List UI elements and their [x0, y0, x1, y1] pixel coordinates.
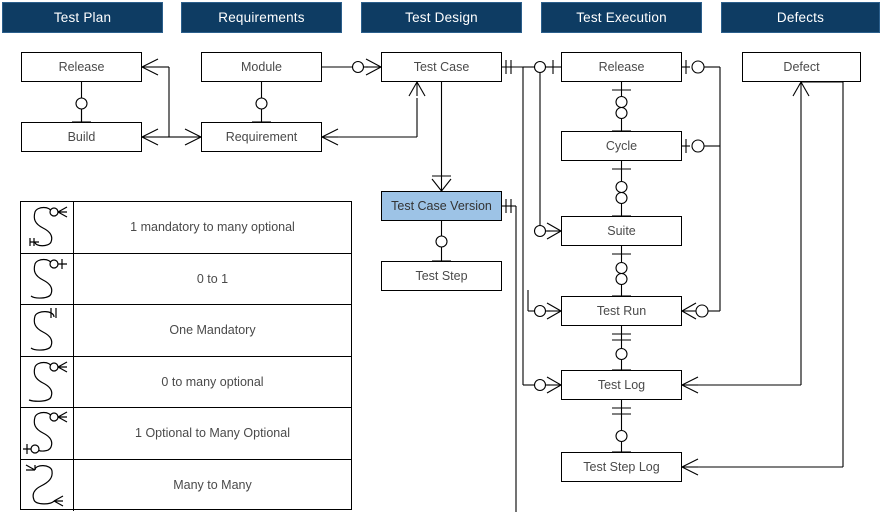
entity-test-case[interactable]: Test Case — [381, 52, 502, 82]
entity-defect[interactable]: Defect — [742, 52, 861, 82]
header-test-plan[interactable]: Test Plan — [2, 2, 163, 33]
legend-label: 1 Optional to Many Optional — [135, 426, 290, 441]
legend-label: 1 mandatory to many optional — [130, 220, 295, 235]
legend-row: 0 to many optional — [21, 356, 351, 408]
entity-build[interactable]: Build — [21, 122, 142, 152]
entity-test-run[interactable]: Test Run — [561, 296, 682, 326]
header-label: Defects — [776, 10, 825, 25]
entity-label: Test Case — [413, 60, 470, 74]
legend-row: 1 Optional to Many Optional — [21, 408, 351, 460]
entity-label: Test Step — [415, 269, 468, 283]
entity-test-case-version[interactable]: Test Case Version — [381, 191, 502, 221]
entity-requirement[interactable]: Requirement — [201, 122, 322, 152]
entity-label: Defect — [783, 60, 820, 74]
header-label: Requirements — [218, 10, 305, 25]
crowsfoot-many-to-many-icon — [21, 459, 74, 511]
entity-label: Cycle — [605, 139, 638, 153]
entity-label: Test Run — [596, 304, 647, 318]
header-test-execution[interactable]: Test Execution — [541, 2, 702, 33]
entity-label: Build — [67, 130, 96, 144]
legend-row: 1 mandatory to many optional — [21, 202, 351, 254]
entity-test-step[interactable]: Test Step — [381, 261, 502, 291]
notation-legend-table: 1 mandatory to many optional 0 to 1 One — [20, 201, 352, 511]
legend-label: One Mandatory — [169, 323, 256, 338]
legend-row: Many to Many — [21, 459, 351, 511]
legend-label: 0 to many optional — [161, 374, 264, 389]
entity-label: Module — [241, 60, 282, 74]
entity-label: Requirement — [225, 130, 298, 144]
crowsfoot-one-mandatory-icon — [21, 305, 74, 356]
entity-suite[interactable]: Suite — [561, 216, 682, 246]
entity-label: Test Log — [597, 378, 646, 392]
entity-label: Test Step Log — [583, 460, 660, 474]
header-label: Test Design — [405, 10, 478, 25]
entity-label: Release — [598, 60, 645, 74]
entity-cycle[interactable]: Cycle — [561, 131, 682, 161]
entity-label: Release — [58, 60, 105, 74]
entity-module[interactable]: Module — [201, 52, 322, 82]
legend-row: One Mandatory — [21, 305, 351, 357]
entity-test-step-log[interactable]: Test Step Log — [561, 452, 682, 482]
crowsfoot-zero-to-one-icon — [21, 253, 74, 304]
header-requirements[interactable]: Requirements — [181, 2, 342, 33]
crowsfoot-one-optional-to-many-optional-icon — [21, 408, 74, 459]
legend-label: 0 to 1 — [196, 271, 229, 286]
entity-test-log[interactable]: Test Log — [561, 370, 682, 400]
entity-label: Test Case Version — [391, 199, 492, 213]
header-test-design[interactable]: Test Design — [361, 2, 522, 33]
crowsfoot-zero-to-many-optional-icon — [21, 356, 74, 407]
crowsfoot-one-mandatory-to-many-optional-icon — [21, 202, 74, 253]
entity-release-test-execution[interactable]: Release — [561, 52, 682, 82]
entity-label: Suite — [607, 224, 636, 238]
header-label: Test Plan — [53, 10, 112, 25]
legend-row: 0 to 1 — [21, 253, 351, 305]
entity-release-test-plan[interactable]: Release — [21, 52, 142, 82]
header-label: Test Execution — [576, 10, 667, 25]
legend-label: Many to Many — [173, 478, 252, 493]
header-defects[interactable]: Defects — [721, 2, 880, 33]
